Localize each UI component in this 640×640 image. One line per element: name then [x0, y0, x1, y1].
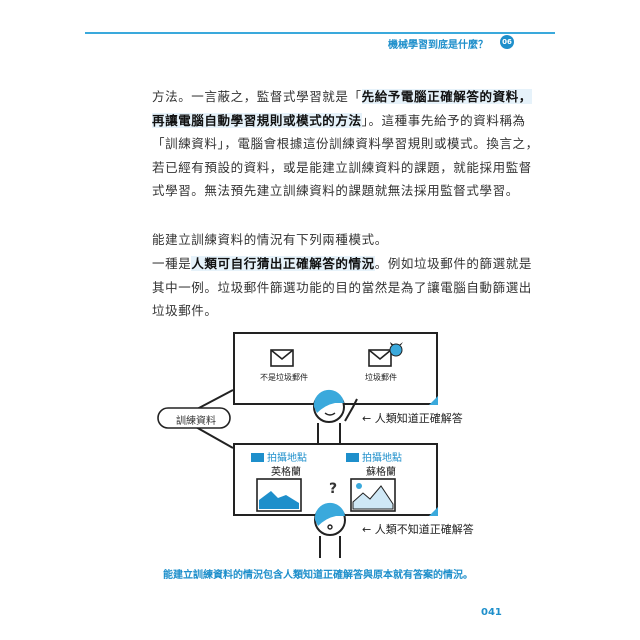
text-line: 一種是人類可自行猜出正確解答的情況。例如垃圾郵件的篩選就是 [152, 253, 532, 272]
photo-box: 拍攝地點 英格蘭 拍攝地點 蘇格蘭 ? [233, 443, 438, 516]
text-line: 垃圾郵件。 [152, 303, 218, 318]
text-line: 方法。一言蔽之，監督式學習就是「先給予電腦正確解答的資料， [152, 86, 532, 105]
england-label: 英格蘭 [271, 467, 301, 478]
location-label: 拍攝地點 [362, 453, 402, 464]
not-spam-label: 不是垃圾郵件 [260, 373, 308, 382]
person-unsure-icon [314, 502, 346, 558]
text-line: 式學習。無法預先建立訓練資料的課題就無法採用監督式學習。 [152, 183, 519, 198]
human-unsure-note: ← 人類不知道正確解答 [362, 523, 474, 536]
location-label: 拍攝地點 [267, 453, 307, 464]
camera-icon [346, 453, 359, 462]
highlight: 再讓電腦自動學習規則或模式的方法 [152, 113, 362, 128]
spam-box: 不是垃圾郵件 垃圾郵件 [233, 332, 438, 405]
text-line: 「訓練資料」，電腦會根據這份訓練資料學習規則或模式。換言之， [152, 136, 539, 151]
camera-location-right: 拍攝地點 [346, 449, 402, 464]
mail-icon [270, 349, 294, 367]
page-number: 041 [481, 607, 502, 618]
mountain-photo-icon [350, 478, 396, 512]
scotland-label: 蘇格蘭 [366, 467, 396, 478]
landscape-photo-icon [256, 478, 302, 512]
chapter-title: 機械學習到底是什麼？ [388, 40, 488, 51]
text-line: 若已經有預設的資料，或是能建立訓練資料的課題，就能採用監督 [152, 160, 532, 175]
spam-mail-icon [368, 342, 403, 367]
question-mark: ? [329, 481, 338, 497]
camera-location-left: 拍攝地點 [251, 449, 307, 464]
text-line: 其中一例。垃圾郵件篩選功能的目的當然是為了讓電腦自動篩選出 [152, 280, 532, 295]
bubble-outline [157, 407, 231, 429]
chapter-badge: 06 [500, 35, 514, 49]
figure-caption: 能建立訓練資料的情況包含人類知道正確解答與原本就有答案的情況。 [163, 570, 473, 581]
text: 方法。一言蔽之，監督式學習就是「 [152, 89, 362, 104]
highlight: 人類可自行猜出正確解答的情況 [191, 256, 375, 271]
header-rule [85, 32, 555, 34]
text-line: 再讓電腦自動學習規則或模式的方法」。這種事先給予的資料稱為 [152, 110, 526, 129]
spam-label: 垃圾郵件 [365, 373, 397, 382]
camera-icon [251, 453, 264, 462]
person-knows-icon [313, 389, 358, 445]
training-data-bubble: 訓練資料 [176, 416, 216, 427]
figure-lines [157, 389, 234, 449]
human-knows-note: ← 人類知道正確解答 [362, 412, 463, 425]
text: 一種是 [152, 256, 192, 271]
highlight: 先給予電腦正確解答的資料， [361, 89, 532, 104]
text: 」。這種事先給予的資料稱為 [361, 113, 526, 128]
text-line: 能建立訓練資料的情況有下列兩種模式。 [152, 232, 388, 247]
text: 。例如垃圾郵件的篩選就是 [374, 256, 532, 271]
